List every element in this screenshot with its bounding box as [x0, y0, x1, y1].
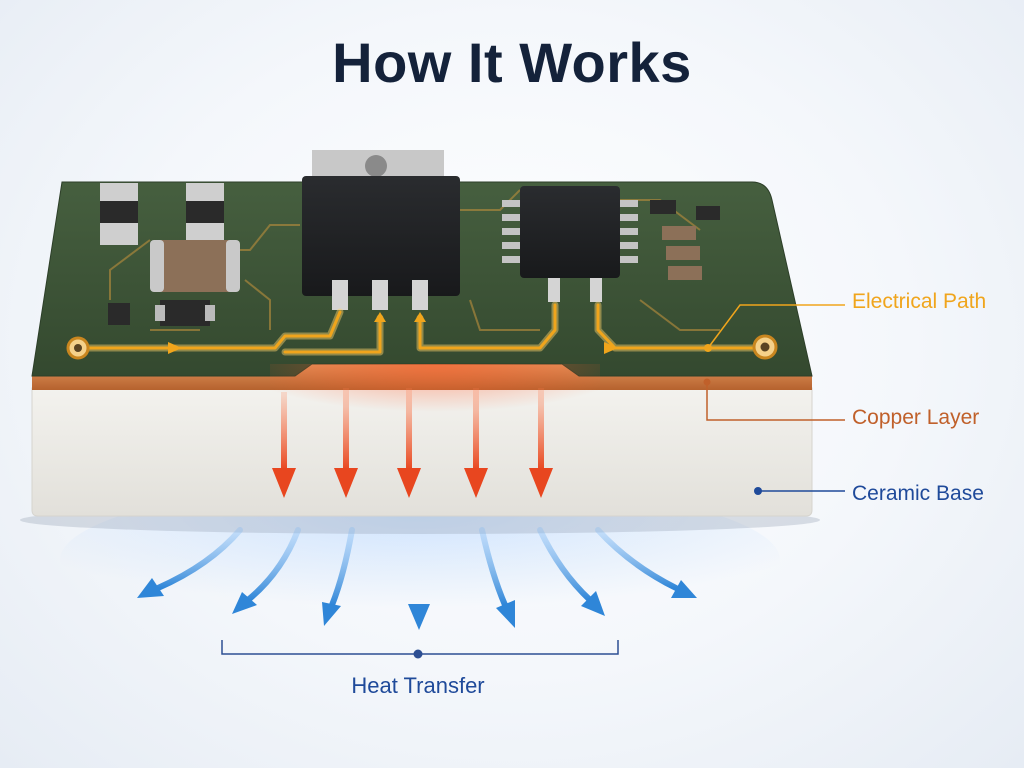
heat-arrow-down-icon: [464, 388, 488, 498]
mosfet-icon: [302, 150, 460, 310]
resistor-icon: [100, 183, 138, 245]
heat-transfer-label: Heat Transfer: [351, 673, 485, 698]
external-heat-arrows: [137, 527, 697, 630]
resistor-icon: [155, 300, 215, 326]
ic-chip-icon: [502, 186, 638, 302]
heat-arrow-down-icon: [397, 388, 421, 498]
heat-transfer-marker: [413, 649, 423, 659]
electrical-path-marker: [704, 344, 712, 352]
ceramic-base-marker: [754, 487, 762, 495]
ceramic-base-label: Ceramic Base: [852, 482, 984, 505]
heat-arrow-out-icon: [537, 527, 605, 616]
heat-arrow-down-icon: [334, 388, 358, 498]
capacitor-icon: [150, 240, 240, 292]
heat-arrow-down-icon: [529, 388, 553, 498]
resistor-icon: [662, 226, 702, 280]
internal-heat-arrows: [272, 388, 553, 498]
electrical-path: [66, 301, 778, 360]
heat-arrow-out-icon: [479, 527, 515, 628]
components: [100, 150, 720, 326]
heat-arrow-out-icon: [322, 527, 355, 626]
copper-layer-marker: [703, 378, 711, 386]
heat-arrow-down-icon: [272, 392, 296, 498]
electrical-path-label: Electrical Path: [852, 290, 987, 313]
heat-arrow-out-icon: [232, 527, 301, 614]
heat-glow: [270, 364, 600, 444]
copper-layer-label: Copper Layer: [852, 406, 980, 429]
page-title: How It Works: [332, 31, 692, 94]
ceramic-base: [31, 387, 813, 517]
leader-lines: [221, 304, 845, 659]
resistor-icon: [186, 183, 224, 245]
heat-arrow-out-icon: [595, 527, 697, 598]
heat-arrow-out-icon: [137, 527, 243, 598]
resistor-icon: [108, 303, 130, 325]
heat-arrow-out-icon: [408, 527, 430, 630]
